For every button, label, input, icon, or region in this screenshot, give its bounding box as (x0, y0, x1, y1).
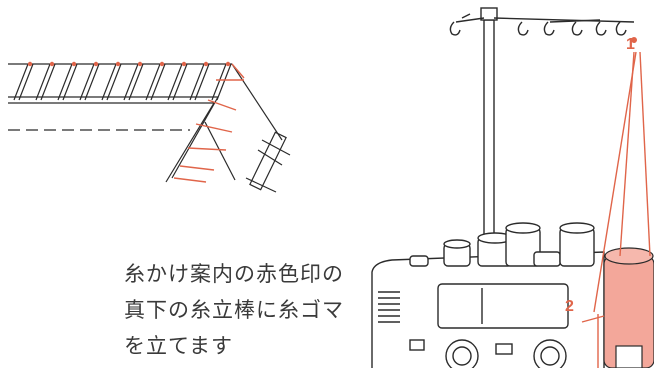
stitch-loop (211, 63, 232, 101)
stitch-loop (167, 63, 188, 101)
caption-line-1: 糸かけ案内の赤色印の (124, 262, 344, 286)
thread-stand (449, 7, 635, 269)
thread-path (581, 51, 651, 368)
stitch-tip (137, 61, 143, 67)
stitch-loop (123, 63, 144, 101)
stitch-tips (27, 61, 231, 67)
guide-marker (631, 37, 637, 43)
stitch-tip (93, 61, 99, 67)
pink-spool (603, 247, 654, 368)
stitch-red-thread (173, 63, 245, 183)
callout-1: 1 (626, 36, 635, 53)
stitch-tip (115, 61, 121, 67)
stitch-loop (189, 63, 210, 101)
stitch-tip (181, 61, 187, 67)
stitch-loop (35, 63, 56, 101)
stitch-tip (49, 61, 55, 67)
stitch-tip (71, 61, 77, 67)
stitch-tip (225, 61, 231, 67)
machine-body (371, 222, 605, 368)
stitch-loop (79, 63, 100, 101)
stitch-detail (8, 63, 291, 193)
stitch-loop (13, 63, 34, 101)
callout-2: 2 (565, 298, 574, 315)
stitch-tip (203, 61, 209, 67)
stitch-loop (57, 63, 78, 101)
stitch-loop (145, 63, 166, 101)
stitch-tip (27, 61, 33, 67)
caption-line-3: を立てます (124, 334, 233, 358)
caption-line-2: 真下の糸立棒に糸ゴマ (124, 298, 344, 322)
stitch-loop (101, 63, 122, 101)
instruction-caption: 糸かけ案内の赤色印の 真下の糸立棒に糸ゴマ を立てます (124, 256, 364, 364)
stitch-tip (159, 61, 165, 67)
